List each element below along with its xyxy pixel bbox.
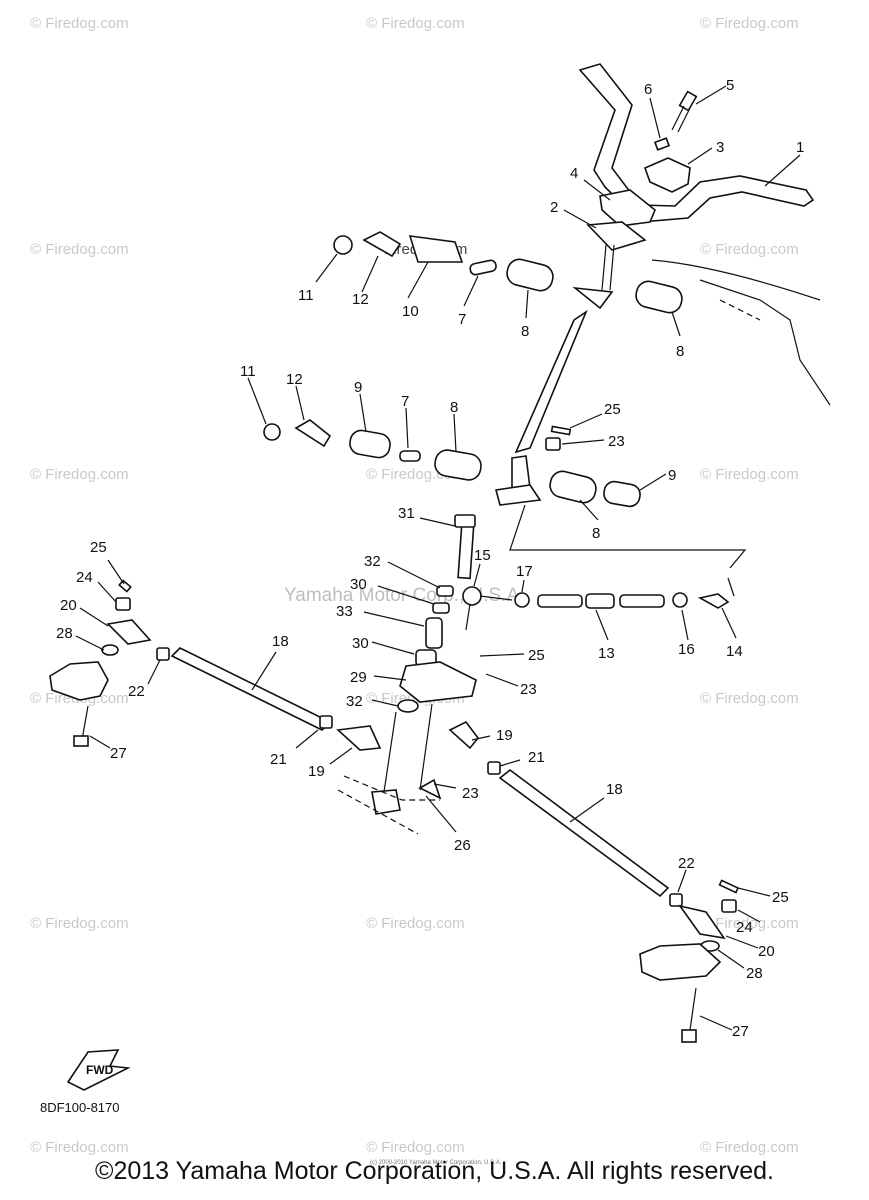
- watermark: © Firedog.com: [30, 915, 129, 932]
- callout-31: 31: [398, 505, 415, 522]
- tie-rod-18-left: [49, 579, 382, 751]
- callout-2: 2: [550, 199, 558, 216]
- watermark: © Firedog.com: [700, 466, 799, 483]
- middle-row-parts: [263, 419, 641, 508]
- watermark: © Firedog.com: [700, 690, 799, 707]
- callout-24b: 24: [736, 919, 753, 936]
- callout-33: 33: [336, 603, 353, 620]
- callout-19: 19: [308, 763, 325, 780]
- cotter-25-upper: [550, 425, 572, 436]
- callout-20b: 20: [758, 943, 775, 960]
- callout-25c: 25: [90, 539, 107, 556]
- callout-9b: 9: [668, 467, 676, 484]
- watermark: © Firedog.com: [366, 915, 465, 932]
- watermark: © Firedog.com: [700, 915, 799, 932]
- callout-19b: 19: [496, 727, 513, 744]
- callout-17: 17: [516, 563, 533, 580]
- callout-20: 20: [60, 597, 77, 614]
- callout-23b: 23: [520, 681, 537, 698]
- upper-row-parts: [333, 231, 683, 314]
- callout-28: 28: [56, 625, 73, 642]
- copyright-notice: ©2013 Yamaha Motor Corporation, U.S.A. A…: [95, 1157, 774, 1185]
- callout-7: 7: [458, 311, 466, 328]
- callout-18b: 18: [606, 781, 623, 798]
- callout-23c: 23: [462, 785, 479, 802]
- callout-16: 16: [678, 641, 695, 658]
- fwd-label: FWD: [86, 1063, 114, 1077]
- callout-labels: 1 2 3 4 5 6 7 8 8 10 11 12 11 12 9 7 8 2…: [56, 77, 804, 1040]
- watermark: © Firedog.com: [366, 15, 465, 32]
- callout-8: 8: [521, 323, 529, 340]
- callout-25d: 25: [772, 889, 789, 906]
- callout-8b: 8: [676, 343, 684, 360]
- callout-10: 10: [402, 303, 419, 320]
- callout-8c: 8: [450, 399, 458, 416]
- callout-32: 32: [364, 553, 381, 570]
- watermark: © Firedog.com: [30, 241, 129, 258]
- callout-26: 26: [454, 837, 471, 854]
- drawing-code: 8DF100-8170: [40, 1100, 120, 1115]
- callout-22b: 22: [678, 855, 695, 872]
- harness-line: [651, 259, 821, 301]
- callout-25b: 25: [528, 647, 545, 664]
- tiny-notice: (c) 2000-2010 Yamaha Motor Corporation, …: [370, 1160, 502, 1166]
- fwd-arrow: FWD: [66, 1049, 131, 1091]
- lower-holder-4: [599, 189, 656, 227]
- callout-29: 29: [350, 669, 367, 686]
- watermark: © Firedog.com: [366, 1139, 465, 1156]
- watermark: © Firedog.com: [700, 15, 799, 32]
- callout-4: 4: [570, 165, 578, 182]
- upper-holder-3: [643, 157, 691, 193]
- handlebar: [578, 63, 815, 223]
- watermark: © Firedog.com: [30, 15, 129, 32]
- callout-22: 22: [128, 683, 145, 700]
- link-line: [509, 504, 747, 569]
- pitman-assembly: [397, 514, 513, 713]
- callout-9: 9: [354, 379, 362, 396]
- tie-rod-13: [514, 577, 735, 609]
- harness-dash: [719, 299, 761, 321]
- leader-lines: [75, 85, 801, 1031]
- callout-21b: 21: [528, 749, 545, 766]
- callout-30: 30: [350, 576, 367, 593]
- watermark: © Firedog.com: [30, 466, 129, 483]
- callout-30b: 30: [352, 635, 369, 652]
- washer-6: [653, 137, 671, 151]
- callout-6: 6: [644, 81, 652, 98]
- center-watermark: Yamaha Motor Corp., U.S.A.: [284, 585, 524, 606]
- callout-3: 3: [716, 139, 724, 156]
- callout-28b: 28: [746, 965, 763, 982]
- callout-8d: 8: [592, 525, 600, 542]
- callout-24: 24: [76, 569, 93, 586]
- callout-18: 18: [272, 633, 289, 650]
- callout-23: 23: [608, 433, 625, 450]
- tie-rod-18-right: [448, 720, 740, 1043]
- watermark: © Firedog.com: [30, 1139, 129, 1156]
- column-plate-2: [586, 221, 647, 251]
- callout-27: 27: [110, 745, 127, 762]
- callout-25: 25: [604, 401, 621, 418]
- steering-column: [494, 244, 615, 506]
- callout-11b: 11: [240, 363, 256, 380]
- callout-5: 5: [726, 77, 734, 94]
- callout-12: 12: [352, 291, 369, 308]
- watermark: © Firedog.com: [700, 1139, 799, 1156]
- callout-7b: 7: [401, 393, 409, 410]
- callout-21: 21: [270, 751, 287, 768]
- callout-13: 13: [598, 645, 615, 662]
- callout-14: 14: [726, 643, 743, 660]
- callout-27b: 27: [732, 1023, 749, 1040]
- callout-11: 11: [298, 287, 314, 304]
- harness-line: [699, 279, 831, 406]
- callout-1: 1: [796, 139, 804, 156]
- callout-32b: 32: [346, 693, 363, 710]
- lower-bracket-26: [337, 703, 442, 835]
- callout-12b: 12: [286, 371, 303, 388]
- nut-23-upper: [545, 437, 561, 451]
- callout-15: 15: [474, 547, 491, 564]
- bolt-5: [671, 90, 698, 133]
- watermark: © Firedog.com: [700, 241, 799, 258]
